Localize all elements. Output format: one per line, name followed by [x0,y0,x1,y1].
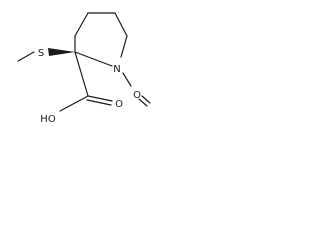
atom-sulfur: S [38,48,44,59]
atom-oxygen-carbonyl: O [115,99,123,110]
bond-c5-n1 [120,35,128,58]
atom-hydroxyl: HO [40,114,56,125]
bond-n-o-1 [141,95,151,104]
bond-n-o-2 [138,98,148,107]
bond-n1-c2 [74,51,113,67]
bond-c2-c3 [74,12,89,37]
bond-c-o-2 [86,99,112,106]
bond-c-oh [59,95,89,112]
bond-n-n [122,72,132,87]
bond-c4-c5 [114,12,128,37]
bond-c-o-1 [87,95,113,102]
atom-nitrogen: N [113,64,120,75]
bond-s-methyl [17,51,35,62]
bond-c2-cooh [74,51,89,97]
wedge-bond-c2-s [48,48,75,56]
molecule-structure: S N O HO O [17,12,151,125]
atom-oxygen-nitroso: O [133,90,141,101]
